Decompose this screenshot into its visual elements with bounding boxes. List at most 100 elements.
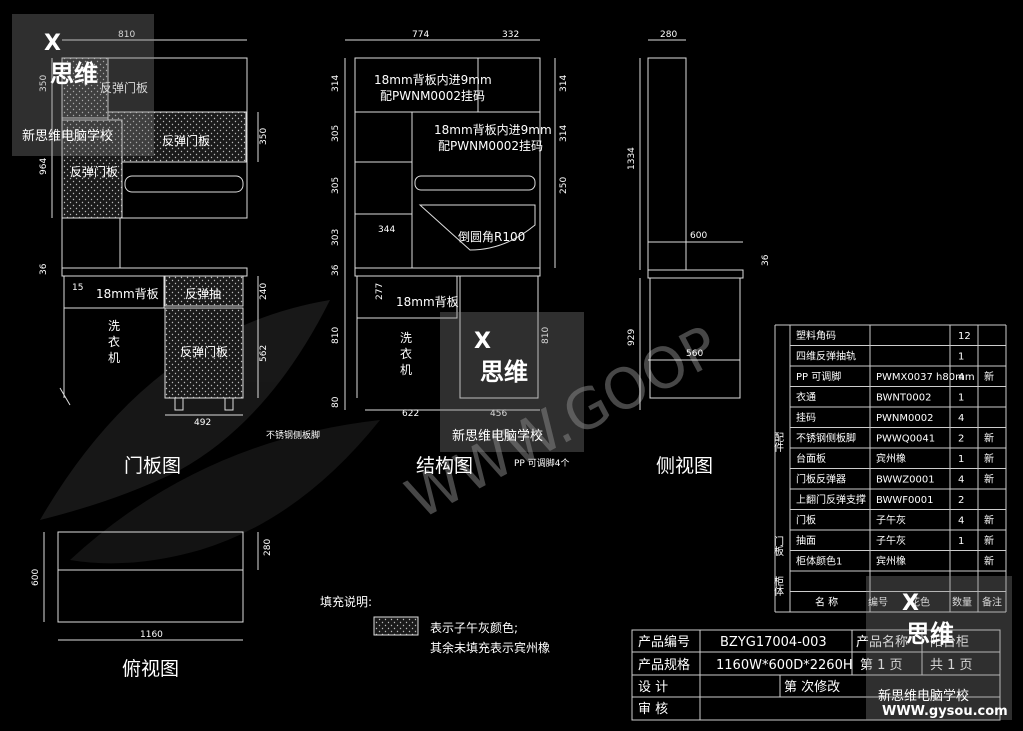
door-panel-b: [107, 111, 247, 163]
struct-dim-314b: 314: [559, 75, 569, 92]
parts-row-code: 子午灰: [876, 534, 906, 547]
struct-dim-810a: 810: [331, 327, 341, 344]
parts-header-qty: 数量: [952, 596, 972, 609]
side-dim-600: 600: [690, 231, 707, 241]
parts-row-qty: 1: [958, 393, 964, 404]
parts-row-name: 四维反弹抽轨: [796, 350, 856, 363]
door-view-text: 反弹门板 反弹门板 反弹门板 18mm背板 反弹抽 洗 衣 机 反弹门板 810…: [39, 30, 269, 477]
side-dim-1334: 1334: [627, 147, 637, 170]
side-upper: [647, 57, 687, 271]
parts-row-name: 挂码: [796, 411, 816, 424]
door-label-1: 反弹门板: [100, 80, 148, 95]
struct-lower-cabinet: [459, 275, 539, 399]
title-label-code: 产品编号: [638, 635, 690, 650]
logo-text-center: 思维: [480, 358, 528, 386]
parts-row-name: 衣通: [796, 391, 816, 404]
parts-row-name: 塑料角码: [796, 329, 836, 342]
side-dim-929: 929: [627, 329, 637, 346]
struct-dim-314c: 314: [559, 125, 569, 142]
structure-view: [344, 39, 556, 411]
struct-dim-622: 622: [402, 409, 419, 419]
parts-row-qty: 4: [958, 475, 964, 486]
logo-text: 思维: [50, 60, 98, 88]
door-dim-36: 36: [39, 263, 49, 275]
struct-backboard-label: 18mm背板: [396, 295, 459, 309]
door-foot-left: [59, 387, 71, 406]
door-dim-350b: 350: [259, 128, 269, 145]
side-view-text: 280 1334 600 36 929 560 侧视图: [627, 30, 771, 477]
watermark-box-br: [866, 576, 1012, 720]
top-dim-280: 280: [263, 539, 273, 556]
top-dim-1160: 1160: [140, 630, 163, 640]
parts-row-name: 柜体颜色1: [796, 555, 842, 568]
watermark-box-center: [440, 312, 584, 452]
struct-leg-note: 不锈钢侧板脚: [266, 429, 320, 441]
door-foot-a: [174, 397, 184, 411]
parts-row-code: PWWQ0041: [876, 434, 935, 445]
door-label-washer-3: 机: [108, 351, 120, 365]
struct-dim-810b: 810: [541, 327, 551, 344]
title-value-name: 阳台柜: [930, 635, 969, 650]
struct-note1-line2: 配PWNM0002挂码: [380, 89, 485, 103]
title-value-code: BZYG17004-003: [720, 635, 827, 650]
struct-dim-303: 303: [331, 229, 341, 246]
struct-dim-250: 250: [559, 177, 569, 194]
door-panel-a: [61, 57, 109, 119]
struct-dim-80: 80: [331, 396, 341, 408]
door-label-backboard: 18mm背板: [96, 287, 159, 301]
parts-row-code: BWWZ0001: [876, 475, 935, 486]
title-sheet: 第 1 页: [860, 658, 903, 673]
door-countertop: [61, 267, 248, 277]
struct-dim-277: 277: [375, 283, 385, 300]
parts-row-code: 宾州橡: [876, 555, 906, 568]
parts-row-note: 新: [984, 555, 994, 568]
side-countertop: [647, 269, 744, 279]
parts-group-door: 门板: [772, 535, 784, 557]
door-label-washer-1: 洗: [108, 319, 120, 333]
structure-view-title: 结构图: [416, 455, 473, 477]
fill-legend: 填充说明: 表示子午灰颜色; 其余未填充表示宾州橡: [320, 594, 550, 655]
watermark-logo-topleft: X 思维 新思维电脑学校: [12, 14, 154, 156]
parts-row-note: 新: [984, 432, 994, 445]
title-value-spec: 1160W*600D*2260H: [716, 658, 853, 673]
logo-url: WWW.gysou.com: [882, 704, 1008, 719]
parts-row-name: 门板反弹器: [796, 473, 846, 486]
watermark-logo-bottomright: X 思维 新思维电脑学校 WWW.gysou.com: [866, 576, 1012, 720]
logo-x-br: X: [902, 591, 919, 616]
door-lower-panel: [164, 307, 244, 399]
struct-dim-305a: 305: [331, 125, 341, 142]
top-dim-600: 600: [31, 569, 41, 586]
parts-row-name: 不锈钢侧板脚: [796, 432, 856, 445]
struct-note2-line1: 18mm背板内进9mm: [434, 123, 552, 137]
parts-header-name: 名 称: [815, 596, 838, 609]
parts-header-note: 备注: [982, 596, 1002, 609]
struct-dim-36: 36: [331, 264, 341, 276]
parts-header-color: 花色: [910, 596, 930, 609]
legend-line-2: 其余未填充表示宾州橡: [430, 640, 550, 655]
parts-row-code: 子午灰: [876, 514, 906, 527]
door-view-title: 门板图: [124, 455, 181, 477]
struct-fillet-panel: [418, 204, 536, 251]
logo-school-br: 新思维电脑学校: [878, 688, 969, 704]
parts-row-qty: 4: [958, 516, 964, 527]
parts-row-qty: 4: [958, 413, 964, 424]
door-label-drawer: 反弹抽: [185, 287, 221, 301]
parts-row-code: BWNT0002: [876, 393, 931, 404]
title-label-spec: 产品规格: [638, 657, 690, 673]
top-outline: [57, 531, 244, 623]
struct-dim-774: 774: [412, 30, 429, 40]
struct-washer-3: 机: [400, 363, 412, 377]
parts-row-code: PWMX0037 h80mm: [876, 372, 975, 383]
struct-fillet-label: 倒圆角R100: [458, 230, 525, 244]
title-block: [631, 629, 1001, 721]
title-label-name: 产品名称: [856, 634, 908, 650]
door-foot-b: [224, 397, 234, 411]
parts-row-qty: 4: [958, 372, 964, 383]
title-total: 共 1 页: [930, 658, 973, 673]
parts-row-code: 宾州橡: [876, 452, 906, 465]
parts-row-qty: 1: [958, 454, 964, 465]
parts-row-qty: 2: [958, 434, 964, 445]
parts-row-qty: 2: [958, 495, 964, 506]
